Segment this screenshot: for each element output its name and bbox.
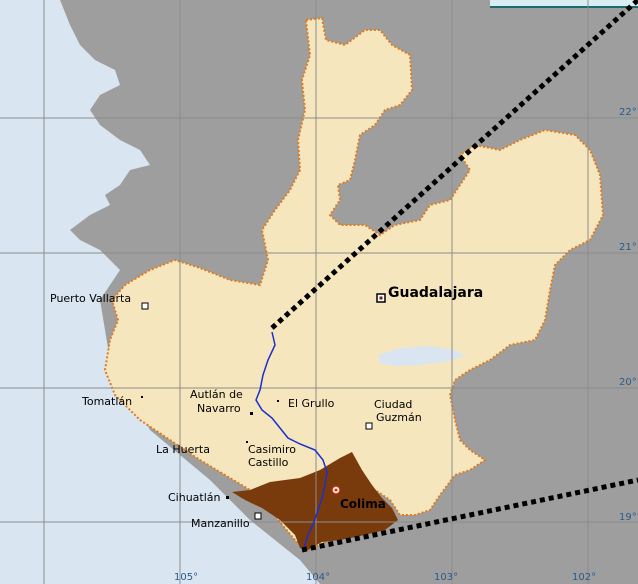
label-ciudad-guzman-2: Guzmán (376, 411, 422, 424)
marker-cihuatlan[interactable] (226, 496, 229, 499)
latitude-labels: 22° 21° 20° 19° (619, 107, 637, 523)
marker-puerto-vallarta[interactable] (141, 302, 149, 310)
label-manzanillo: Manzanillo (191, 517, 250, 530)
city-labels: Guadalajara Puerto Vallarta Tomatlán Aut… (50, 285, 483, 530)
river (255, 331, 328, 549)
marker-autlan[interactable] (250, 412, 253, 415)
marker-casimiro[interactable] (246, 441, 248, 443)
label-puerto-vallarta: Puerto Vallarta (50, 292, 131, 305)
marker-el-grullo[interactable] (277, 400, 279, 402)
label-guadalajara: Guadalajara (388, 285, 483, 301)
label-autlan-2: Navarro (197, 402, 241, 415)
label-lon-102: 102° (572, 572, 596, 583)
label-lat-19: 19° (619, 512, 637, 523)
label-lat-21: 21° (619, 242, 637, 253)
dotted-line-lower (301, 477, 638, 553)
marker-colima-dot (334, 488, 338, 492)
inset-frame-edge (490, 6, 638, 8)
label-lon-104: 104° (306, 572, 330, 583)
label-casimiro: Casimiro (248, 443, 296, 456)
label-la-huerta: La Huerta (156, 443, 210, 456)
inset-frame (490, 0, 638, 6)
colima-region (232, 452, 398, 550)
label-lat-22: 22° (619, 107, 637, 118)
longitude-labels: 105° 104° 103° 102° (174, 572, 596, 583)
marker-tomatlan[interactable] (141, 396, 143, 398)
lake-chapala (378, 346, 465, 366)
label-casimiro-2: Castillo (248, 456, 289, 469)
label-lat-20: 20° (619, 377, 637, 388)
marker-guadalajara-inner (379, 296, 383, 300)
city-markers (141, 293, 386, 520)
marker-manzanillo[interactable] (254, 512, 262, 520)
label-tomatlan: Tomatlán (81, 395, 132, 408)
jalisco-region (103, 16, 605, 552)
label-ciudad-guzman: Ciudad (374, 398, 412, 411)
label-lon-103: 103° (434, 572, 458, 583)
label-colima: Colima (340, 497, 386, 511)
label-cihuatlan: Cihuatlán (168, 491, 221, 504)
marker-ciudad-guzman[interactable] (365, 422, 373, 430)
label-autlan: Autlán de (190, 388, 243, 401)
label-lon-105: 105° (174, 572, 198, 583)
label-el-grullo: El Grullo (288, 397, 335, 410)
dotted-line-upper (270, 0, 638, 330)
